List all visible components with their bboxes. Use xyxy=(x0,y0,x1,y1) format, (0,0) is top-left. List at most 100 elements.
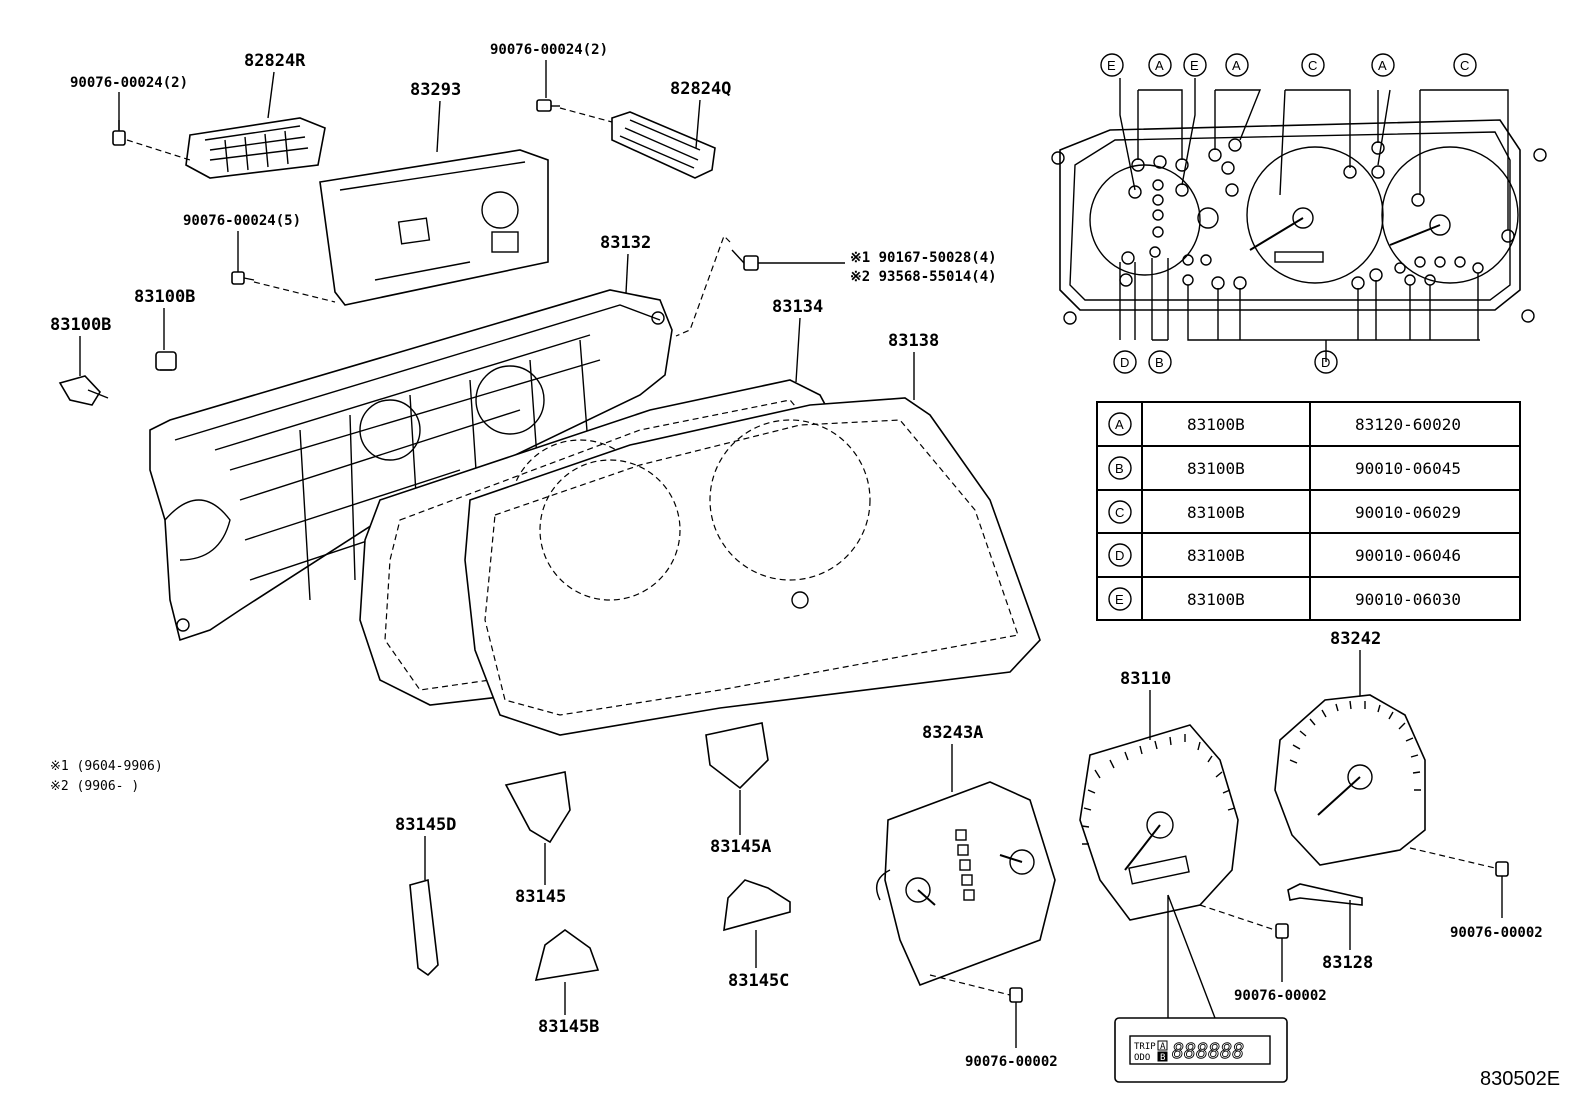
legend-key-A: A xyxy=(1115,417,1124,432)
part-83145A xyxy=(705,722,769,790)
screw-90076-00024-top xyxy=(536,99,560,112)
label-90076-00024-2-left: 90076-00024(2) xyxy=(70,75,188,91)
label-83243A: 83243A xyxy=(922,723,983,743)
legend-key-B: B xyxy=(1115,461,1124,476)
label-90167-50028: ※1 90167-50028(4) xyxy=(850,250,997,266)
label-83132: 83132 xyxy=(600,233,651,253)
dash-screw-83110 xyxy=(1199,904,1276,931)
label-90076-00002-b: 90076-00002 xyxy=(1234,988,1327,1004)
legend-row-D: D 83100B 90010-06046 xyxy=(1108,543,1461,567)
bulb-legend-table: A 83100B 83120-60020 B 83100B 90010-0604… xyxy=(1096,401,1521,621)
legend-row-E: E 83100B 90010-06030 xyxy=(1108,587,1461,611)
label-90076-00002-a: 90076-00002 xyxy=(965,1054,1058,1070)
part-83110-speedometer xyxy=(1079,724,1239,921)
label-83100B-left: 83100B xyxy=(50,315,111,335)
callout-top-5: A xyxy=(1378,58,1387,73)
part-83145 xyxy=(504,771,571,844)
label-83128: 83128 xyxy=(1322,953,1373,973)
legend-key-E: E xyxy=(1115,592,1124,607)
label-83145D: 83145D xyxy=(395,815,456,835)
lcd-a-label: A xyxy=(1160,1042,1166,1052)
part-83293-circuit-board xyxy=(319,149,549,306)
screw-90076-00024-5 xyxy=(231,271,255,285)
callouts-bottom: D B D xyxy=(1113,350,1338,374)
leader-83132 xyxy=(625,253,629,294)
label-90076-00024-2-top: 90076-00024(2) xyxy=(490,42,608,58)
legend-socket-D: 83100B xyxy=(1187,546,1245,565)
lcd-trip-label: TRIP xyxy=(1134,1042,1156,1052)
dash-screw-left xyxy=(126,139,191,161)
dash-screw-83242 xyxy=(1409,847,1496,869)
callouts-top: E A E A C A C xyxy=(1100,53,1477,77)
diagram-code: 830502E xyxy=(1480,1068,1560,1090)
note-1: ※1 (9604-9906) xyxy=(50,759,163,774)
label-83145: 83145 xyxy=(515,887,566,907)
legend-key-D: D xyxy=(1115,548,1124,563)
lcd-odometer-display: TRIP ODO A B 888888 xyxy=(1114,1017,1288,1083)
part-83128-knob xyxy=(1287,883,1363,906)
dash-screw-5 xyxy=(253,281,336,303)
lcd-digits: 888888 xyxy=(1172,1039,1244,1063)
callout-top-4: C xyxy=(1308,58,1317,73)
legend-row-A: A 83100B 83120-60020 xyxy=(1108,412,1461,436)
label-83145C: 83145C xyxy=(728,971,789,991)
callout-leaders xyxy=(1119,78,1509,362)
part-83145B xyxy=(534,929,600,981)
label-83138: 83138 xyxy=(888,331,939,351)
callout-top-2: E xyxy=(1190,58,1199,73)
callout-top-3: A xyxy=(1232,58,1241,73)
part-83242-tachometer xyxy=(1274,694,1426,866)
label-83145B: 83145B xyxy=(538,1017,599,1037)
legend-socket-B: 83100B xyxy=(1187,459,1245,478)
screw-90076-00002-a xyxy=(1009,987,1023,1003)
lcd-b-label: B xyxy=(1160,1053,1165,1063)
callout-top-6: C xyxy=(1460,58,1469,73)
part-83145D xyxy=(409,878,439,977)
leader-82824Q xyxy=(695,99,701,149)
leader-83134 xyxy=(795,317,801,383)
part-83100B-socket-right xyxy=(155,351,177,371)
part-83100B-socket-left xyxy=(58,375,109,406)
bulb-layout-panel xyxy=(1051,119,1547,325)
screw-90167-93568 xyxy=(731,249,759,271)
legend-bulb-E: 90010-06030 xyxy=(1355,590,1461,609)
screw-90076-00002-c xyxy=(1495,861,1509,877)
label-82824Q: 82824Q xyxy=(670,79,731,99)
legend-bulb-D: 90010-06046 xyxy=(1355,546,1461,565)
label-83110: 83110 xyxy=(1120,669,1171,689)
part-83138-glass xyxy=(464,397,1041,736)
part-83243A-gauge xyxy=(876,781,1056,987)
part-82824Q xyxy=(611,111,716,179)
label-83145A: 83145A xyxy=(710,837,771,857)
label-90076-00002-c: 90076-00002 xyxy=(1450,925,1543,941)
dash-screw-90167 xyxy=(675,234,731,337)
part-83145C xyxy=(723,879,791,932)
legend-bulb-B: 90010-06045 xyxy=(1355,459,1461,478)
label-83100B-right: 83100B xyxy=(134,287,195,307)
callout-bottom-0: D xyxy=(1120,355,1129,370)
legend-row-B: B 83100B 90010-06045 xyxy=(1108,456,1461,480)
legend-socket-C: 83100B xyxy=(1187,503,1245,522)
legend-socket-E: 83100B xyxy=(1187,590,1245,609)
legend-bulb-A: 83120-60020 xyxy=(1355,415,1461,434)
callout-bottom-2: D xyxy=(1321,355,1330,370)
label-82824R: 82824R xyxy=(244,51,306,71)
callout-top-1: A xyxy=(1155,58,1164,73)
dash-screw-top xyxy=(559,107,613,123)
label-83293: 83293 xyxy=(410,80,461,100)
label-83242: 83242 xyxy=(1330,629,1381,649)
lcd-callout-lines xyxy=(1167,894,1216,1019)
leader-83293 xyxy=(436,100,441,153)
label-83134: 83134 xyxy=(772,297,823,317)
part-82824R xyxy=(185,117,326,179)
legend-bulb-C: 90010-06029 xyxy=(1355,503,1461,522)
callout-top-0: E xyxy=(1107,58,1116,73)
dash-screw-83243A xyxy=(929,974,1011,996)
legend-key-C: C xyxy=(1115,505,1124,520)
legend-row-C: C 83100B 90010-06029 xyxy=(1108,500,1461,524)
leader-82824R xyxy=(267,71,275,119)
label-93568-55014: ※2 93568-55014(4) xyxy=(850,269,997,285)
callout-bottom-1: B xyxy=(1155,355,1164,370)
label-90076-00024-5: 90076-00024(5) xyxy=(183,213,301,229)
